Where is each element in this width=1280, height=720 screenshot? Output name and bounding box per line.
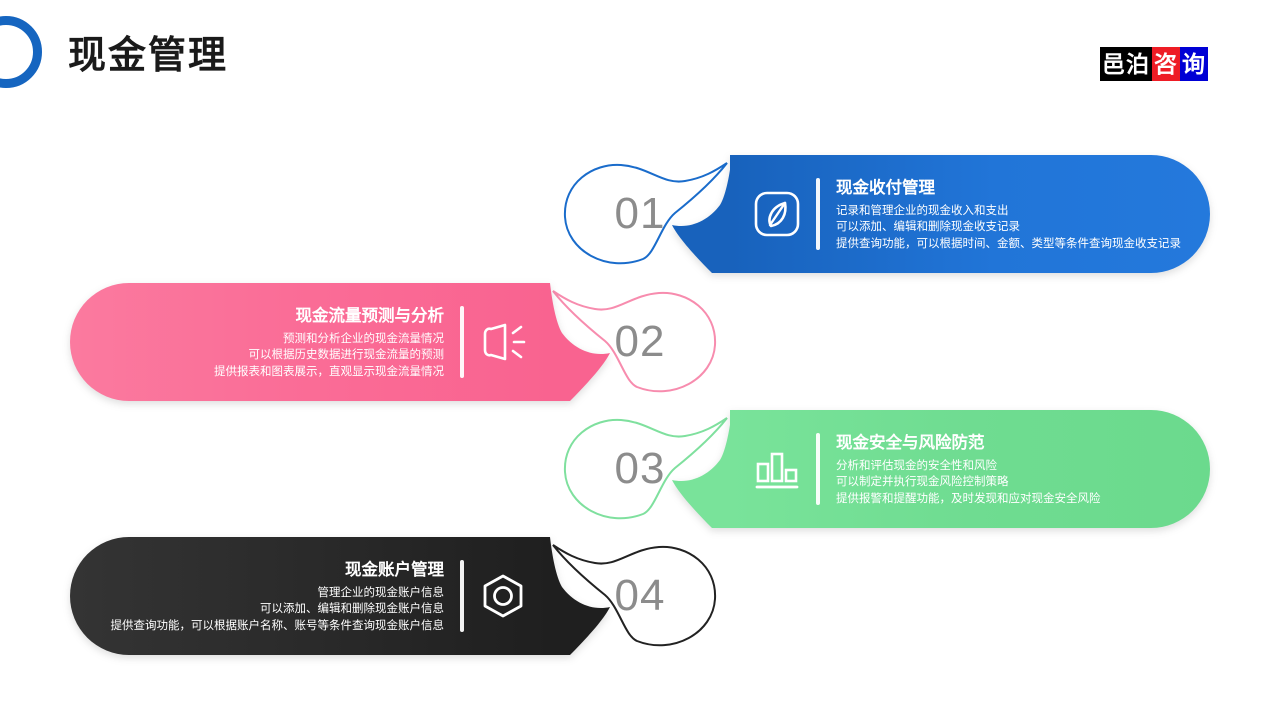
number-bubble-01: 01 xyxy=(545,155,735,273)
item-title: 现金安全与风险防范 xyxy=(836,434,985,453)
infographic-item-1: 01 现金收付管理 记录和管理企业的现金收入和支出 可以添加、编辑和删除现金收支… xyxy=(0,155,1280,273)
item-description: 预测和分析企业的现金流量情况 可以根据历史数据进行现金流量的预测 提供报表和图表… xyxy=(86,331,444,380)
item-line: 可以根据历史数据进行现金流量的预测 xyxy=(248,349,445,362)
megaphone-icon xyxy=(464,283,542,401)
item-description: 记录和管理企业的现金收入和支出 可以添加、编辑和删除现金收支记录 提供查询功能，… xyxy=(836,203,1194,252)
page-title: 现金管理 xyxy=(68,35,229,77)
item-description: 分析和评估现金的安全性和风险 可以制定并执行现金风险控制策略 提供报警和提醒功能… xyxy=(836,458,1194,507)
item-text-block: 现金收付管理 记录和管理企业的现金收入和支出 可以添加、编辑和删除现金收支记录 … xyxy=(820,176,1210,252)
logo-part-red: 咨 xyxy=(1152,47,1180,81)
item-banner[interactable]: 现金安全与风险防范 分析和评估现金的安全性和风险 可以制定并执行现金风险控制策略… xyxy=(672,410,1210,528)
bar-chart-icon xyxy=(738,410,816,528)
number-label: 02 xyxy=(614,317,666,366)
number-bubble-03: 03 xyxy=(545,410,735,528)
logo-part-blue: 询 xyxy=(1180,47,1208,81)
leaf-note-icon xyxy=(738,155,816,273)
item-line: 预测和分析企业的现金流量情况 xyxy=(283,332,444,345)
item-banner[interactable]: 现金账户管理 管理企业的现金账户信息 可以添加、编辑和删除现金账户信息 提供查询… xyxy=(70,537,610,655)
decorative-ring xyxy=(0,16,42,88)
number-label: 01 xyxy=(614,189,666,238)
page-header: 现金管理 邑泊 咨 询 xyxy=(0,0,1280,118)
item-line: 可以制定并执行现金风险控制策略 xyxy=(836,476,1009,489)
item-line: 提供报表和图表展示，直观显示现金流量情况 xyxy=(214,365,444,378)
item-line: 可以添加、编辑和删除现金收支记录 xyxy=(836,221,1020,234)
infographic-item-3: 03 现金安全与风险防范 分析和评估现金的安全性和风险 可以制定并执行现金风险控… xyxy=(0,410,1280,528)
item-description: 管理企业的现金账户信息 可以添加、编辑和删除现金账户信息 提供查询功能，可以根据… xyxy=(86,585,445,634)
item-line: 分析和评估现金的安全性和风险 xyxy=(836,459,997,472)
item-title: 现金收付管理 xyxy=(836,179,935,198)
item-line: 提供报警和提醒功能，及时发现和应对现金安全风险 xyxy=(836,492,1101,505)
item-line: 记录和管理企业的现金收入和支出 xyxy=(836,204,1009,217)
logo-part-black: 邑泊 xyxy=(1100,47,1152,81)
number-bubble-04: 04 xyxy=(545,537,735,655)
item-line: 提供查询功能，可以根据时间、金额、类型等条件查询现金收支记录 xyxy=(836,237,1181,250)
number-label: 04 xyxy=(614,571,666,620)
item-title: 现金账户管理 xyxy=(345,561,444,580)
item-line: 管理企业的现金账户信息 xyxy=(317,586,445,599)
number-label: 03 xyxy=(614,444,666,493)
item-text-block: 现金账户管理 管理企业的现金账户信息 可以添加、编辑和删除现金账户信息 提供查询… xyxy=(70,558,460,634)
item-line: 提供查询功能，可以根据账户名称、账号等条件查询现金账户信息 xyxy=(110,619,445,632)
hex-nut-icon xyxy=(464,537,542,655)
item-text-block: 现金安全与风险防范 分析和评估现金的安全性和风险 可以制定并执行现金风险控制策略… xyxy=(820,431,1210,507)
banner-divider xyxy=(816,178,820,250)
banner-divider xyxy=(460,306,464,378)
item-banner[interactable]: 现金收付管理 记录和管理企业的现金收入和支出 可以添加、编辑和删除现金收支记录 … xyxy=(672,155,1210,273)
infographic-item-2: 02 现金流量预测与分析 预测和分析企业的现金流量情况 可以根据历史数据进行现金… xyxy=(0,283,1280,401)
item-text-block: 现金流量预测与分析 预测和分析企业的现金流量情况 可以根据历史数据进行现金流量的… xyxy=(70,304,460,380)
number-bubble-02: 02 xyxy=(545,283,735,401)
item-banner[interactable]: 现金流量预测与分析 预测和分析企业的现金流量情况 可以根据历史数据进行现金流量的… xyxy=(70,283,610,401)
banner-divider xyxy=(816,433,820,505)
banner-divider xyxy=(460,560,464,632)
brand-logo: 邑泊 咨 询 xyxy=(1100,47,1208,81)
item-line: 可以添加、编辑和删除现金账户信息 xyxy=(260,603,444,616)
infographic-item-4: 04 现金账户管理 管理企业的现金账户信息 可以添加、编辑和删除现金账户信息 提… xyxy=(0,537,1280,655)
item-title: 现金流量预测与分析 xyxy=(295,307,445,326)
